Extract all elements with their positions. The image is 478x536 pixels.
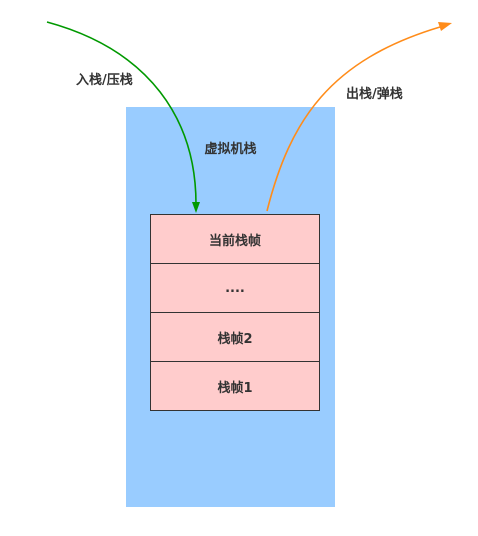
frame-2: 栈帧2 [151,313,319,362]
frame-current: 当前栈帧 [151,215,319,264]
push-arrow [46,21,197,205]
jvm-stack-title: 虚拟机栈 [204,142,257,157]
pop-arrowhead [438,22,452,31]
push-arrowhead [192,202,200,213]
frame-1: 栈帧1 [217,381,253,396]
frame-ellipsis: .... [151,264,319,313]
pop-label: 出栈/弹栈 [346,87,403,102]
stack-frames: 当前栈帧 .... 栈帧2 栈帧1 [150,214,320,411]
push-label: 入栈/压栈 [76,73,133,88]
pop-arrow [266,26,441,212]
